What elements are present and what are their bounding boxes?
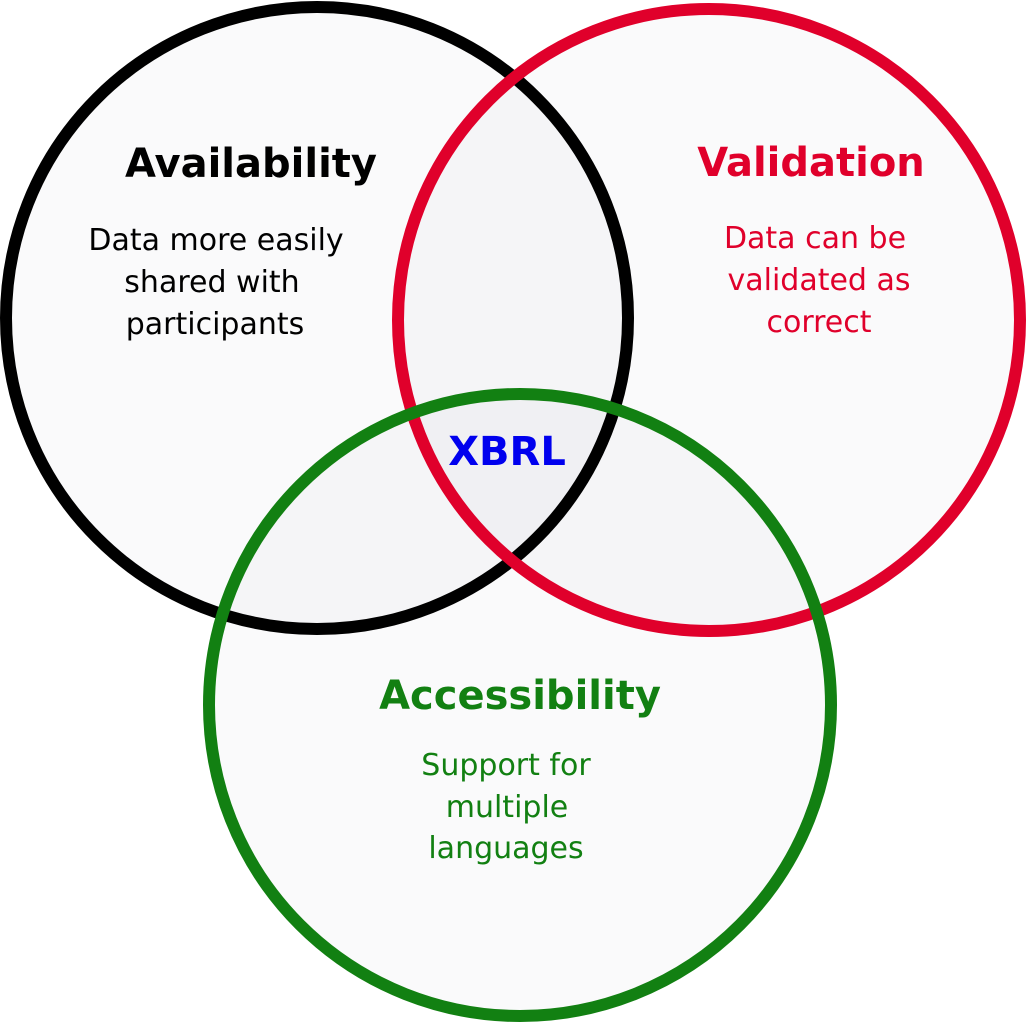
- availability-title: Availability: [125, 141, 377, 187]
- validation-circle-fill: [398, 9, 1020, 631]
- accessibility-title: Accessibility: [379, 673, 661, 719]
- validation-description-line-2: validated as: [727, 263, 910, 298]
- validation-circle: [392, 3, 1026, 637]
- availability-circle: [0, 1, 634, 635]
- accessibility-description-line-1: Support for: [421, 748, 591, 783]
- availability-description-line-3: participants: [126, 307, 305, 342]
- availability-circle-fill: [6, 7, 628, 629]
- center-label: XBRL: [448, 429, 566, 475]
- availability-description-line-2: shared with: [124, 265, 299, 300]
- accessibility-description-line-2: multiple: [446, 790, 569, 825]
- accessibility-circle-fill: [209, 394, 831, 1016]
- validation-title: Validation: [697, 140, 925, 186]
- validation-description-line-3: correct: [766, 305, 871, 340]
- availability-description-line-1: Data more easily: [88, 223, 343, 258]
- validation-description-line-1: Data can be: [724, 221, 906, 256]
- accessibility-description-line-3: languages: [428, 831, 583, 866]
- accessibility-circle: [203, 388, 837, 1022]
